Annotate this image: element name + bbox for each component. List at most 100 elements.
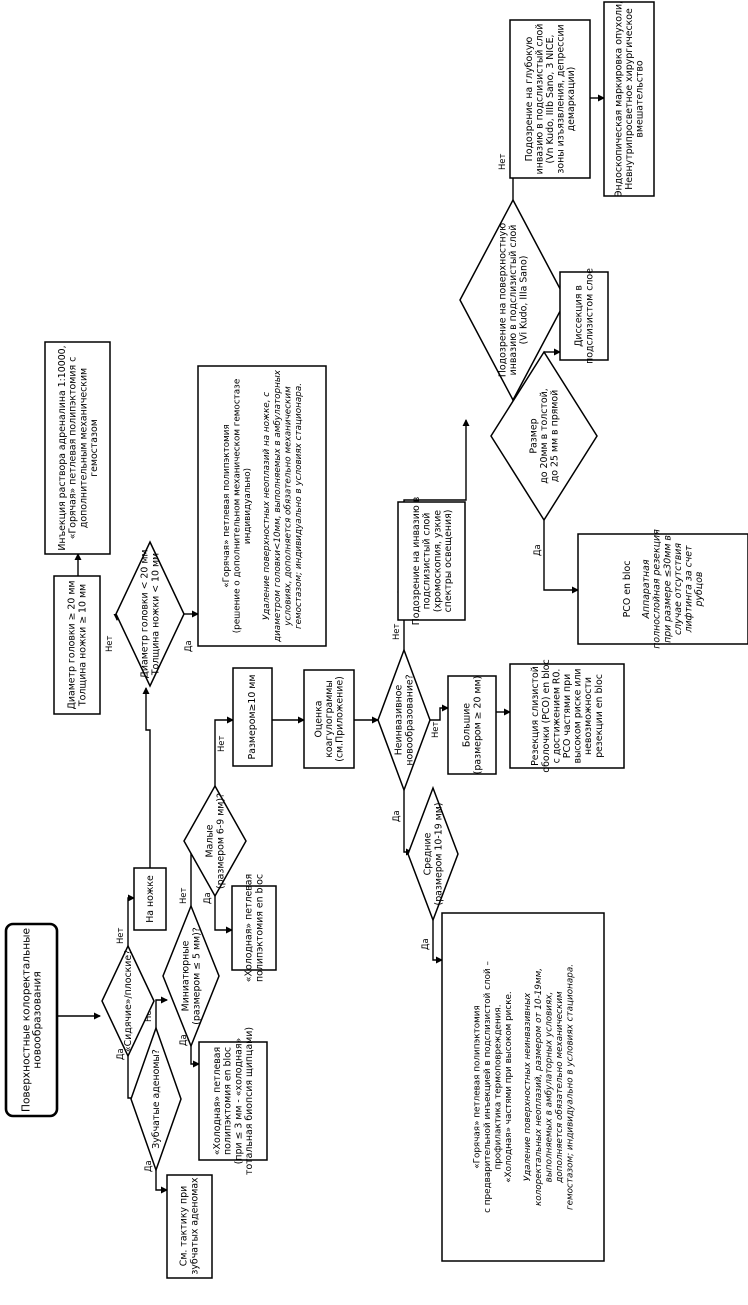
edge-sessile-no: [127, 894, 135, 946]
q-serrated-line: Зубчатые аденомы?: [151, 1049, 162, 1149]
marking-line: Эндоскопическая маркировка опухоли,: [613, 1, 624, 197]
rco-ebloc-note-line: случае отсутствия: [673, 543, 684, 635]
emr-line: РСО частями при: [562, 674, 573, 758]
label-small-no: Нет: [216, 736, 226, 752]
node-emr-text: Резекция слизистойоболочки (РСО) en bloc…: [530, 659, 605, 772]
node-size-rectum-text: Размердо 20мм в толстой,до 25 мм в прямо…: [528, 388, 560, 483]
edge-serrated-no: [155, 996, 168, 1028]
cold-ebloc-biopsy-line: «Холодная» петлевая: [212, 1047, 223, 1155]
head-large-line: Толщина ножки ≥ 10 мм: [77, 584, 88, 707]
q-size-rectum-line: до 20мм в толстой,: [539, 388, 550, 483]
label-serrated-yes: Да: [143, 1160, 153, 1172]
node-peduncle-text: На ножке: [145, 875, 156, 923]
node-size-rectum-diamond: [490, 350, 598, 522]
adrenaline-line: дополнительным механическим: [78, 368, 89, 528]
q-head-line: Толщина ножки < 10 мм: [150, 553, 161, 676]
hot-injection-note-line: дополняется обязательно механическим: [555, 991, 565, 1184]
node-head-large-text: Диаметр головки ≥ 20 ммТолщина ножки ≥ 1…: [67, 581, 89, 710]
label-superficial-no: Нет: [497, 154, 507, 170]
node-hot-injection-text: «Горячая» петлевая полипэктомияс предвар…: [472, 961, 575, 1213]
node-large-box: [447, 675, 497, 775]
node-rco-ebloc-box: [577, 533, 748, 645]
emr-line: высоком риске или: [573, 668, 584, 763]
label-head-no: Нет: [104, 636, 114, 652]
label-head-yes: Да: [183, 640, 193, 652]
size-10-line: Размером≥10 мм: [247, 675, 258, 760]
q-superficial-line: (Vi Kudo, IIIa Sano): [519, 256, 530, 345]
q-small-line: (размером 6-9 мм)?: [215, 793, 226, 889]
node-serrated-tactic-box: [166, 1174, 213, 1279]
node-hot-polyp-box: [197, 365, 327, 647]
suspect-invasion-line: спектры освещения): [443, 510, 454, 613]
q-noninvasive-line: Неинвазивное: [394, 684, 405, 755]
cold-ebloc-biopsy-line: (при ≤ 3 мм - «холодная»: [233, 1037, 244, 1164]
rco-ebloc-note-line: Аппаратная: [641, 559, 652, 619]
q-superficial-line: Подозрение на поверхностную: [497, 223, 508, 377]
q-medium-line: (размером 10-19 мм): [433, 803, 444, 906]
suspect-invasion-line: (хромоскопия, узкие: [432, 510, 443, 612]
node-serrated-text: Зубчатые аденомы?: [151, 1049, 162, 1149]
adrenaline-line: «Горячая» петлевая полипэктомия с: [68, 357, 79, 539]
q-size-rectum-line: до 25 мм в прямой: [550, 390, 561, 482]
edge-peduncle-to-head: [142, 687, 151, 868]
node-root-box: [4, 922, 59, 1118]
label-size-yes: Да: [532, 544, 542, 556]
pedunculated-line: На ножке: [145, 875, 156, 923]
node-hot-injection-box: [441, 912, 605, 1262]
emr-line: оболочки (РСО) en bloc: [541, 659, 552, 772]
hot-polyp-line: индивидуально): [243, 468, 253, 544]
label-small-yes: Да: [202, 892, 212, 904]
node-emr-box: [509, 663, 625, 769]
adrenaline-line: Инъекция раствора адреналина 1:10000,: [57, 345, 68, 550]
hot-injection-line: профилактика термоповреждения.: [494, 1004, 504, 1169]
adrenaline-line: гемостазом: [89, 419, 100, 477]
hot-polyp-note-line: условиях, дополняется обязательно механи…: [283, 386, 293, 627]
hot-polyp-line: «Горячая» петлевая полипэктомия: [222, 424, 232, 588]
coag-line: коагулограммы: [324, 680, 335, 758]
node-marking-box: [603, 1, 655, 197]
edge-miniature-yes: [190, 1046, 200, 1068]
suspect-invasion-line: подслизистый слой: [422, 513, 433, 610]
emr-line: с достижением R0.: [551, 669, 562, 764]
node-head-large-box: [53, 575, 101, 715]
node-hot-polyp-text: «Горячая» петлевая полипэктомия(решение …: [222, 369, 304, 643]
dissection-line: подслизистом слое: [584, 268, 595, 364]
q-noninvasive-line: новообразование?: [404, 674, 415, 765]
cold-ebloc-biopsy-line: полипэктомия en bloc: [223, 1047, 234, 1155]
node-coag-text: Оценкакоагулограммы(см.Приложение): [313, 676, 345, 762]
dissection-line: Диссекция в: [574, 285, 585, 347]
node-medium-diamond: [407, 785, 459, 923]
q-head-line: Диаметр головки < 20 мм: [140, 550, 151, 679]
rco-ebloc-note-line: рубцов: [694, 571, 705, 607]
node-dissection-text: Диссекция вподслизистом слое: [574, 268, 596, 364]
node-sessile-text: «Сидячие»/плоские?: [123, 950, 134, 1052]
node-deep-invasion-text: Подозрение на глубокуюинвазию в подслизи…: [524, 24, 577, 175]
node-noninvasive-text: Неинвазивноеновообразование?: [394, 674, 416, 765]
node-serrated-tactic-text: См. тактику призубчатых аденомах: [179, 1177, 201, 1275]
deep-invasion-line: демаркации): [566, 67, 577, 132]
emr-line: невозможности: [583, 677, 594, 755]
edge-noninvasive-yes: [403, 790, 413, 856]
label-large-no: Нет: [430, 722, 440, 738]
cold-ebloc-line: полипэктомия en bloc: [254, 874, 265, 982]
large-line: (размером ≥ 20 мм): [472, 676, 483, 774]
label-noninvasive-yes: Да: [391, 810, 401, 822]
rco-ebloc-note-line: лифтинга за счет: [683, 545, 694, 634]
node-sessile-diamond: [101, 944, 155, 1058]
coag-line: Оценка: [313, 700, 324, 737]
label-sessile-yes: Да: [115, 1048, 125, 1060]
shapes: [4, 1, 748, 1279]
node-peduncle-box: [133, 867, 167, 931]
edge-size-yes: [543, 520, 579, 594]
deep-invasion-line: (Vn Kudo, IIIb Sano, 3 NICE,: [545, 34, 556, 163]
root-line: новообразования: [31, 971, 43, 1068]
coag-line: (см.Приложение): [335, 676, 346, 762]
q-miniature-line: (размером ≤ 5 мм)?: [191, 927, 202, 1025]
node-adrenaline-box: [44, 341, 111, 555]
edge-small-yes: [214, 896, 233, 934]
node-head-diamond: [115, 540, 185, 688]
edge-serrated-yes: [155, 1170, 168, 1194]
cold-ebloc-biopsy-line: тотальная биопсия щипцами): [244, 1027, 255, 1175]
